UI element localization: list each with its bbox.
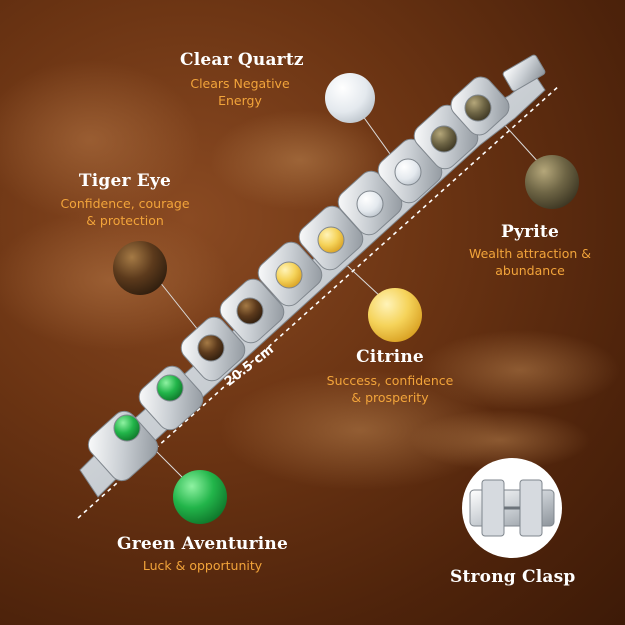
green-aventurine-desc: Luck & opportunity bbox=[142, 558, 263, 573]
clear-quartz-stone bbox=[325, 73, 375, 123]
tiger-eye-desc-line1: Confidence, courage bbox=[60, 196, 190, 211]
clear-quartz-desc-line2: Energy bbox=[218, 93, 262, 108]
pyrite-stone bbox=[525, 155, 579, 209]
pyrite-desc-line2: abundance bbox=[495, 263, 565, 278]
pyrite-desc-line1: Wealth attraction & bbox=[468, 246, 592, 261]
clear-quartz-title: Clear Quartz bbox=[180, 50, 304, 70]
citrine-desc-line2: & prosperity bbox=[351, 390, 429, 405]
tiger-eye-stone bbox=[113, 241, 167, 295]
citrine-stone bbox=[368, 288, 422, 342]
citrine-desc-line1: Success, confidence bbox=[326, 373, 454, 388]
tiger-eye-title: Tiger Eye bbox=[78, 171, 172, 191]
bracelet bbox=[79, 54, 546, 498]
green-aventurine-title: Green Aventurine bbox=[117, 534, 288, 554]
measurement-line bbox=[77, 84, 561, 519]
clear-quartz-desc-line1: Clears Negative bbox=[190, 76, 290, 91]
green-aventurine-stone bbox=[173, 470, 227, 524]
clasp-inset bbox=[462, 458, 562, 558]
citrine-title: Citrine bbox=[356, 347, 424, 367]
clasp-title: Strong Clasp bbox=[450, 567, 576, 587]
pyrite-title: Pyrite bbox=[501, 222, 559, 242]
tiger-eye-desc-line2: & protection bbox=[86, 213, 164, 228]
